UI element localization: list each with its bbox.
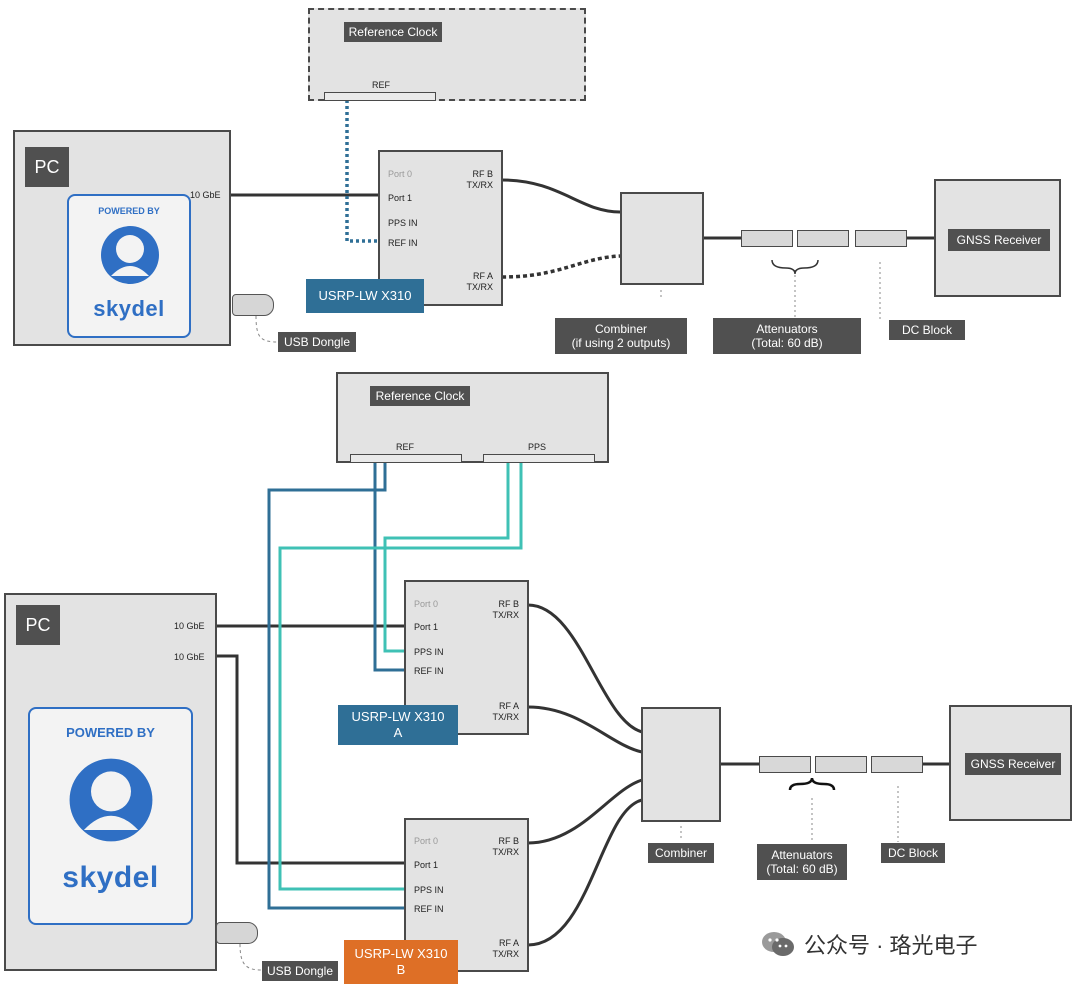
powered-by-text-bottom: POWERED BY (66, 725, 155, 740)
attenuator-2-bottom (815, 756, 867, 773)
combiner-label-top: Combiner(if using 2 outputs) (555, 318, 687, 354)
ethernet-cable-b (217, 654, 405, 865)
skydel-logo-top: POWERED BY skydel (67, 194, 191, 338)
ref-port-bottom (350, 454, 462, 463)
powered-by-text-top: POWERED BY (98, 206, 160, 216)
usb-dongle-bottom (216, 922, 258, 944)
skydel-mark-icon-top (101, 226, 159, 284)
rf-cable-b-a (527, 798, 643, 947)
pc-label-top: PC (25, 147, 69, 187)
rf-cable-a-b (527, 603, 643, 734)
ref-in-label-top: REF IN (388, 238, 418, 248)
pps-in-label-b: PPS IN (414, 885, 444, 895)
usb-dongle-top (232, 294, 274, 316)
dongle-leader-top (255, 315, 281, 343)
watermark-text: 公众号 · 珞光电子 (804, 933, 978, 958)
port1-label-a: Port 1 (414, 622, 439, 632)
att-brace-bottom (788, 777, 836, 791)
ref-port-top (324, 92, 436, 101)
wechat-watermark: 公众号 · 珞光电子 (760, 928, 978, 960)
reference-clock-top: Reference Clock REF (308, 8, 586, 101)
skydel-mark-icon-bottom (69, 758, 153, 842)
combiner-top (620, 192, 704, 285)
attenuator-1-bottom (759, 756, 811, 773)
attenuator-1-top (741, 230, 793, 247)
pc-port-label-2: 10 GbE (174, 652, 205, 662)
gnss-receiver-bottom: GNSS Receiver (949, 705, 1072, 821)
pc-port-label-1: 10 GbE (174, 621, 205, 631)
gnss-label-bottom: GNSS Receiver (965, 753, 1061, 775)
reference-clock-title-top: Reference Clock (344, 22, 442, 42)
gnss-receiver-top: GNSS Receiver (934, 179, 1061, 297)
wechat-icon (762, 932, 794, 956)
pc-label-bottom: PC (16, 605, 60, 645)
pps-cable-b (278, 463, 523, 891)
reference-clock-title-bottom: Reference Clock (370, 386, 470, 406)
reference-clock-bottom: Reference Clock REF PPS (336, 372, 609, 463)
dc-block-label-bottom: DC Block (881, 843, 945, 863)
ref-in-label-b: REF IN (414, 904, 444, 914)
port1-label-b: Port 1 (414, 860, 439, 870)
attenuators-label-bottom: Attenuators(Total: 60 dB) (757, 844, 847, 880)
port1-label-top: Port 1 (388, 193, 413, 203)
pc-port-label-top: 10 GbE (190, 190, 221, 200)
port0-label-top: Port 0 (388, 169, 413, 179)
skydel-brand-text-top: skydel (93, 296, 165, 321)
dc-block-label-top: DC Block (889, 320, 965, 340)
attenuator-2-top (797, 230, 849, 247)
usb-dongle-label-top: USB Dongle (278, 332, 356, 352)
ref-in-label-a: REF IN (414, 666, 444, 676)
pps-label-bottom: PPS (528, 442, 547, 452)
att-brace-top (771, 259, 819, 275)
usrp-name-top: USRP-LW X310 (306, 279, 424, 313)
skydel-brand-text-bottom: skydel (62, 861, 159, 894)
rf-a-cable-top (501, 254, 621, 279)
gnss-label-top: GNSS Receiver (948, 229, 1050, 251)
combiner-label-bottom: Combiner (648, 843, 714, 863)
ref-cable-b (267, 463, 405, 910)
port0-label-b: Port 0 (414, 836, 439, 846)
skydel-logo-bottom: POWERED BY skydel (28, 707, 193, 925)
rf-b-cable-top (501, 178, 621, 214)
dc-block-part-bottom (871, 756, 923, 773)
ref-label-top: REF (372, 80, 390, 90)
pps-cable-a (383, 463, 510, 653)
rf-cable-b-b (527, 778, 643, 845)
pps-port-bottom (483, 454, 595, 463)
attenuators-label-top: Attenuators(Total: 60 dB) (713, 318, 861, 354)
combiner-bottom (641, 707, 721, 822)
rf-cable-a-a (527, 705, 643, 754)
ref-cable-top (345, 100, 382, 243)
dongle-leader-bottom (239, 943, 263, 971)
usb-dongle-label-bottom: USB Dongle (262, 961, 338, 981)
port0-label-a: Port 0 (414, 599, 439, 609)
pps-in-label-top: PPS IN (388, 218, 418, 228)
dc-block-part-top (855, 230, 907, 247)
ref-label-bottom: REF (396, 442, 414, 452)
pc-bottom: PC 10 GbE 10 GbE POWERED BY skydel (4, 593, 217, 971)
ref-cable-a (373, 463, 405, 672)
pc-top: PC 10 GbE POWERED BY skydel (13, 130, 231, 346)
pps-in-label-a: PPS IN (414, 647, 444, 657)
